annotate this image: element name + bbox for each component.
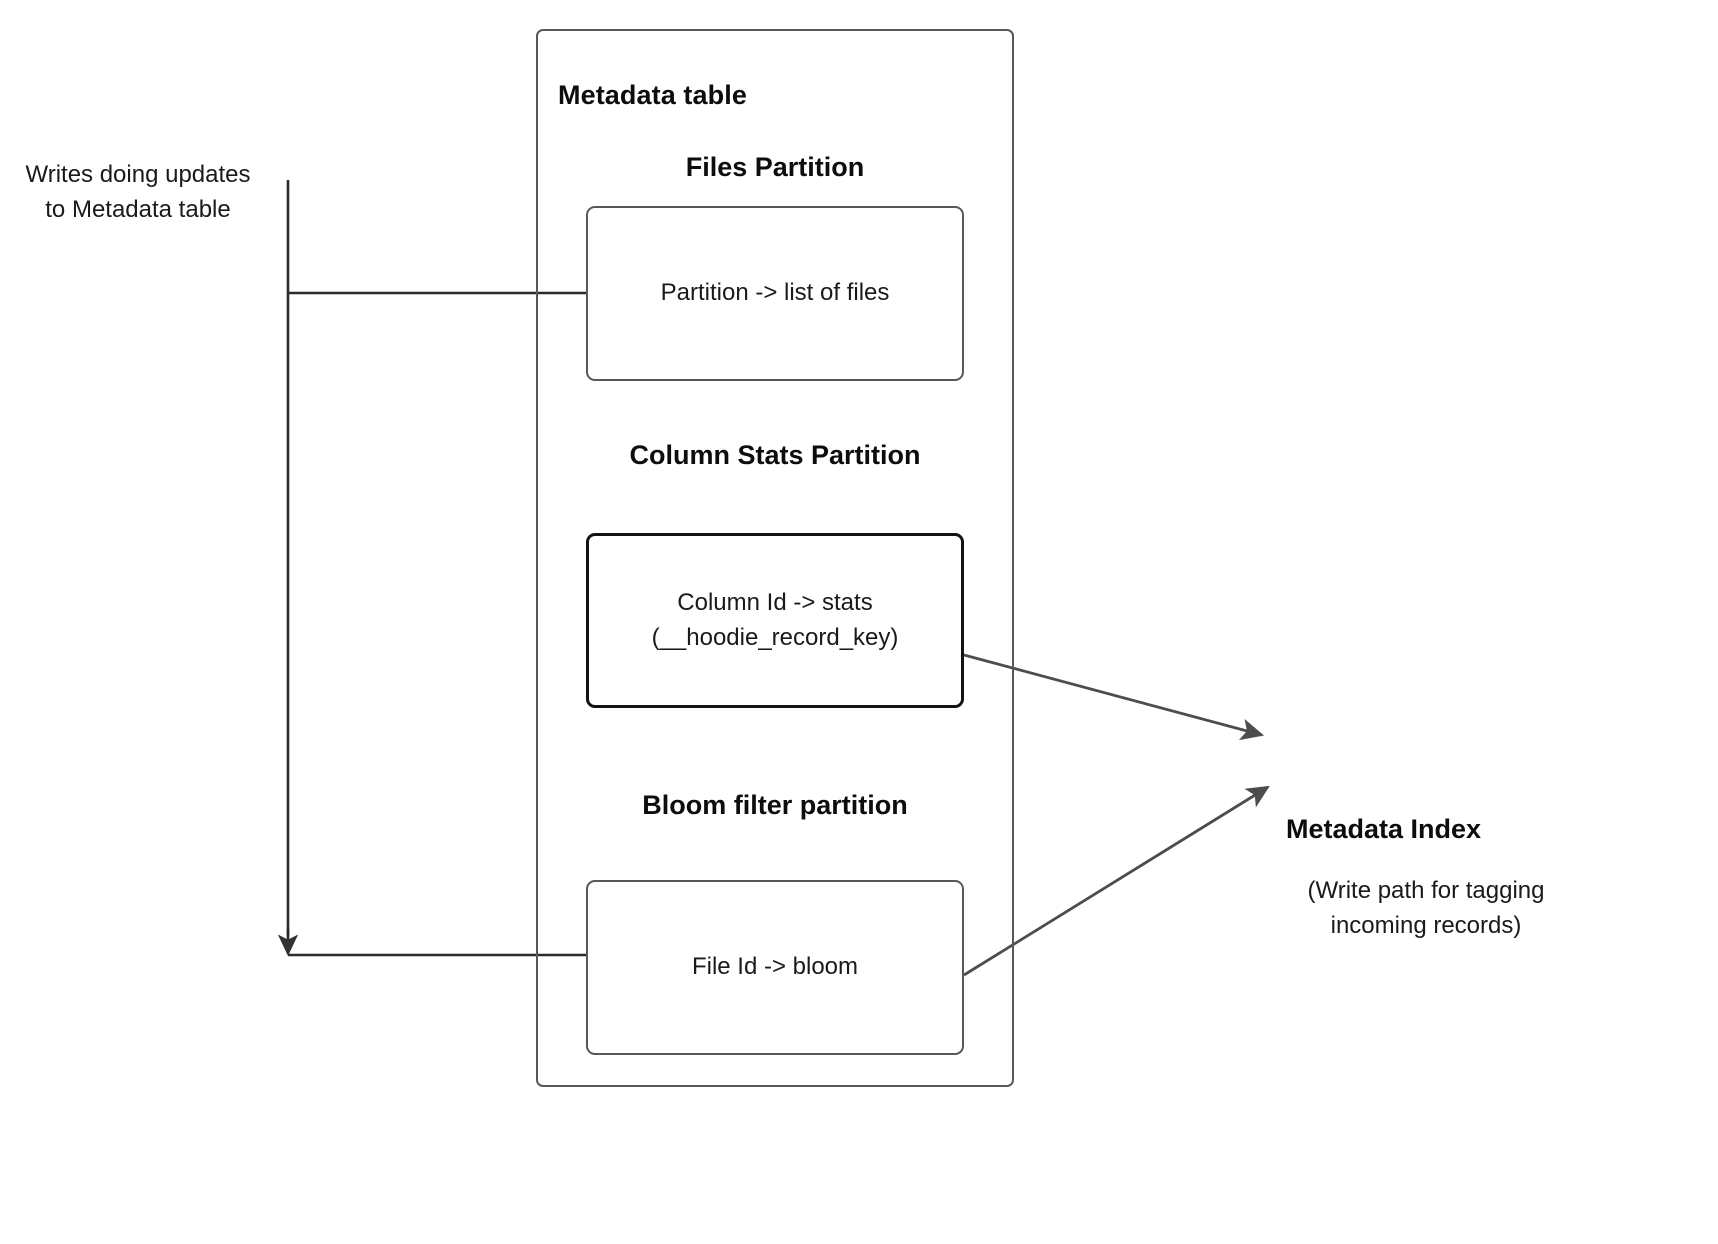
bloom-filter-partition-box[interactable]: File Id -> bloom: [586, 880, 964, 1055]
column-stats-partition-heading: Column Stats Partition: [629, 440, 921, 470]
metadata-table-title: Metadata table: [558, 80, 747, 110]
metadata-table-container: [536, 29, 1014, 1087]
bloom-filter-box-text: File Id -> bloom: [691, 953, 859, 981]
column-stats-partition-box[interactable]: Column Id -> stats (__hoodie_record_key): [586, 533, 964, 708]
files-partition-box-text: Partition -> list of files: [660, 279, 890, 307]
files-partition-box[interactable]: Partition -> list of files: [586, 206, 964, 381]
files-partition-heading: Files Partition: [685, 152, 865, 182]
column-stats-box-line2: (__hoodie_record_key): [651, 623, 899, 651]
bloom-filter-partition-heading: Bloom filter partition: [642, 790, 908, 820]
column-stats-box-line1: Column Id -> stats: [677, 589, 873, 617]
writes-annotation-label: Writes doing updates to Metadata table: [25, 161, 251, 223]
metadata-index-title: Metadata Index: [1286, 814, 1482, 844]
column-stats-box-text-group: Column Id -> stats (__hoodie_record_key): [652, 586, 899, 654]
metadata-index-caption: (Write path for tagging incoming records…: [1307, 877, 1545, 939]
